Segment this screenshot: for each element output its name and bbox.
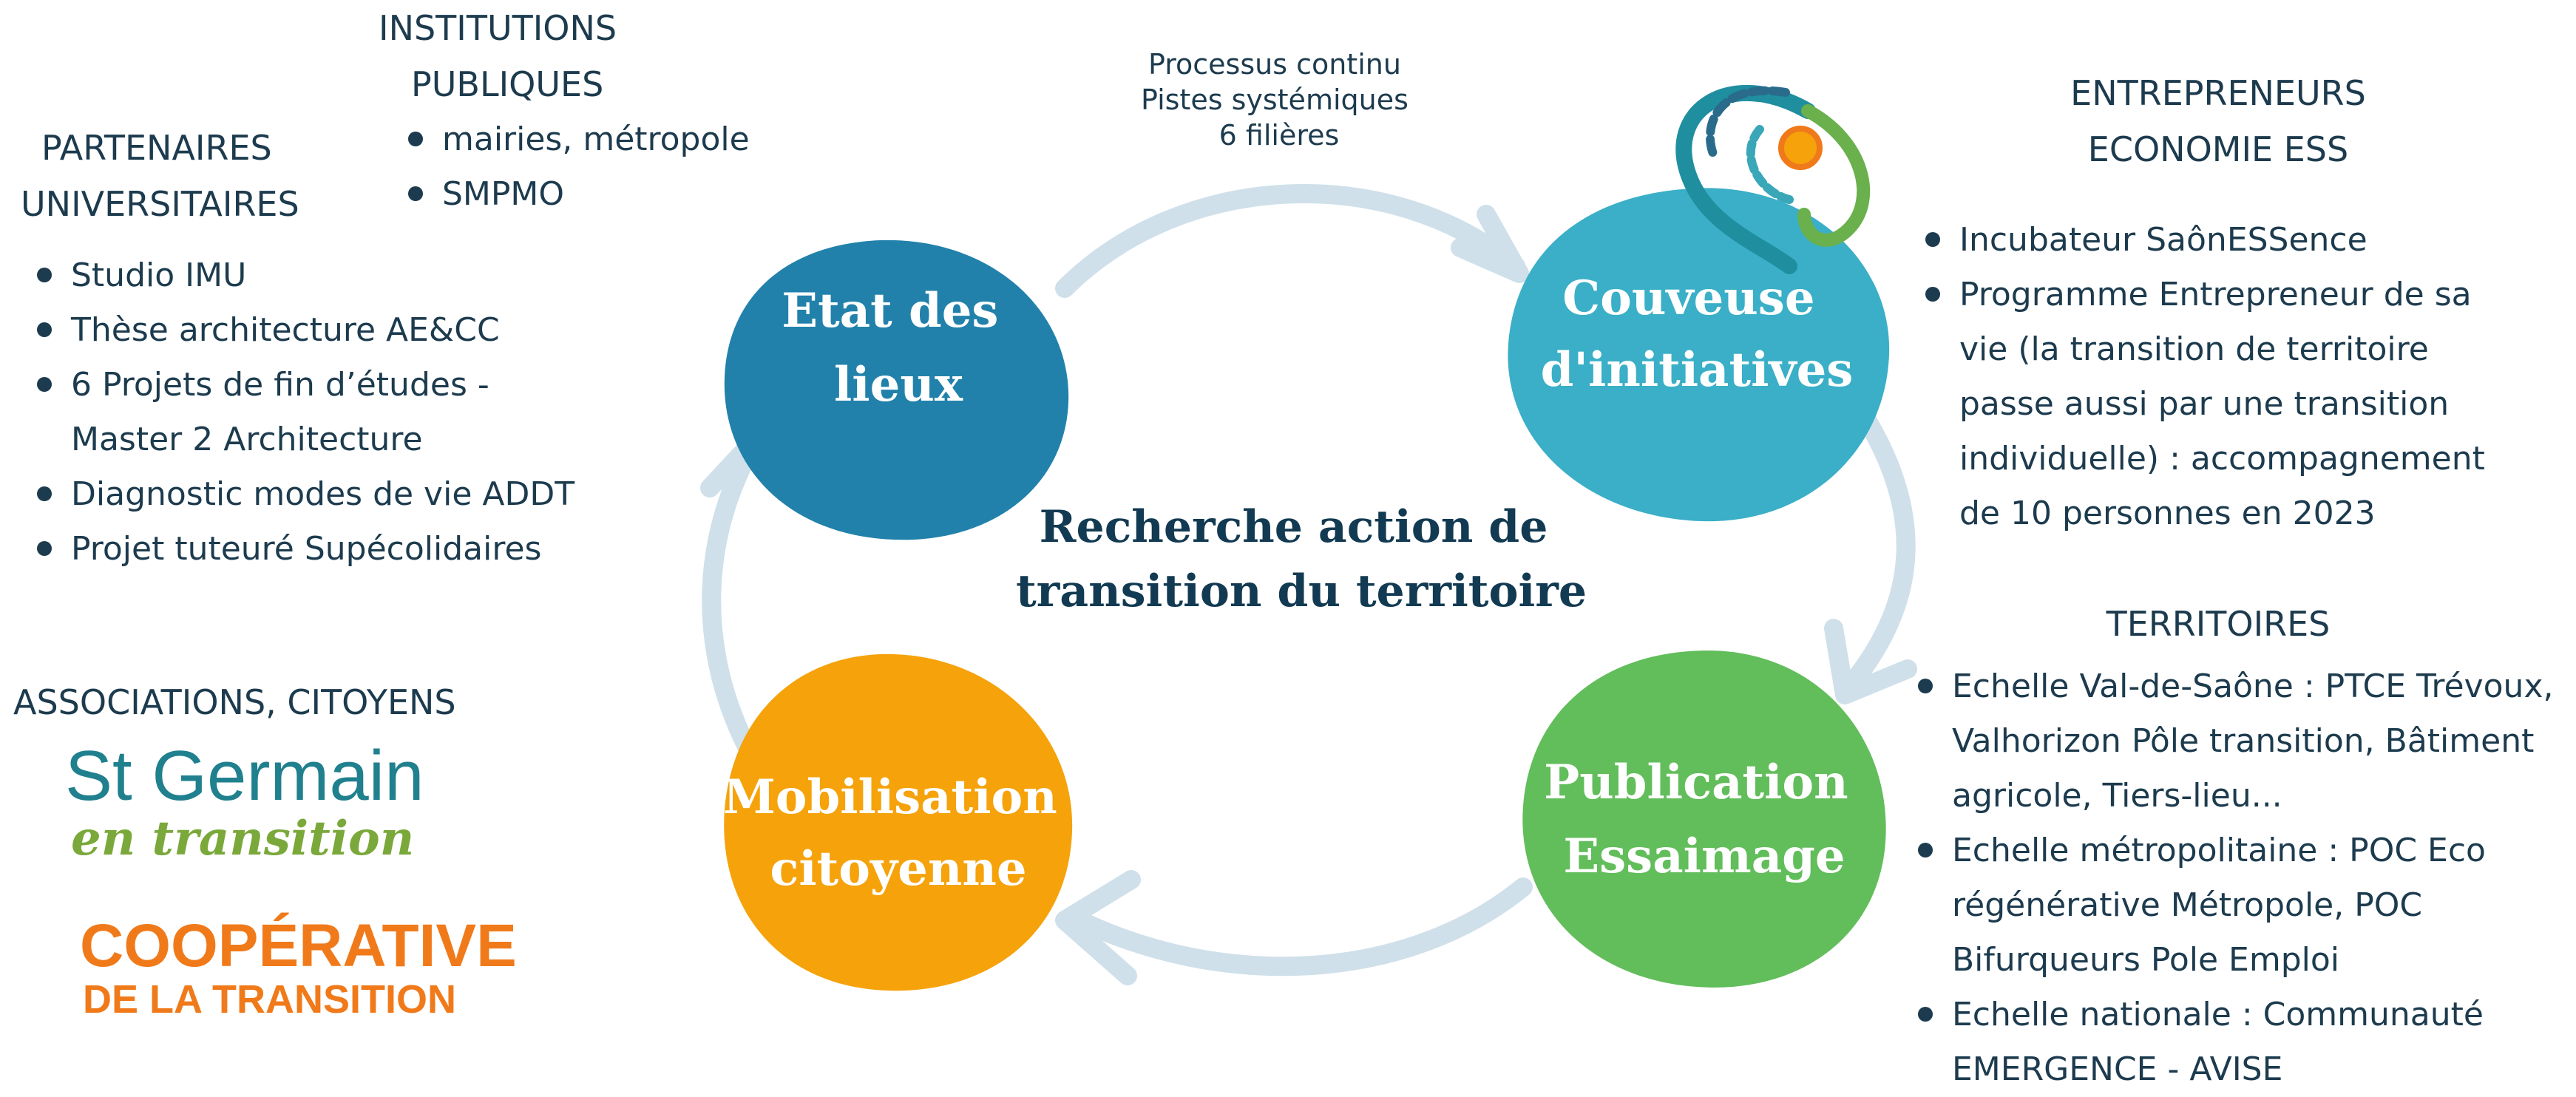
arrow-top <box>1055 184 1525 298</box>
logo-cooperative-subtitle: DE LA TRANSITION <box>83 977 456 1022</box>
center-title-line: Recherche action de <box>1040 501 1548 553</box>
entrepreneurs-list: Incubateur SaônESSence Programme Entrepr… <box>1922 213 2514 541</box>
list-item-text: Master 2 Architecture <box>71 421 423 458</box>
list-item: SMPMO <box>405 167 750 222</box>
arrow-right-head <box>1824 619 1917 704</box>
stage-label-line: Publication <box>1544 755 1848 810</box>
stage-label-mobilisation: Mobilisation citoyenne <box>723 770 1074 897</box>
arrow-right <box>1839 404 1916 697</box>
stage-label-line: d'initiatives <box>1541 342 1854 398</box>
partenaires-heading-line: UNIVERSITAIRES <box>21 184 299 224</box>
list-item: Echelle métropolitaine : POC Eco régénér… <box>1915 823 2566 988</box>
territoires-heading: TERRITOIRES <box>2106 604 2331 644</box>
list-item: Incubateur SaônESSence <box>1922 213 2514 268</box>
stage-label-line: Etat des <box>782 283 998 339</box>
partenaires-list: Studio IMU Thèse architecture AE&CC 6 Pr… <box>34 248 574 577</box>
arrow-left <box>702 434 764 756</box>
logo-st-germain-subtitle: en transition <box>71 811 415 866</box>
logo-cooperative-title: COOPÉRATIVE <box>80 912 517 979</box>
institutions-heading: INSTITUTIONS PUBLIQUES <box>379 0 750 112</box>
list-item: Diagnostic modes de vie ADDT <box>34 467 574 522</box>
associations-heading: ASSOCIATIONS, CITOYENS <box>13 682 456 722</box>
list-item-continuation: Master 2 Architecture <box>34 412 574 467</box>
territoires-list: Echelle Val-de-Saône : PTCE Trévoux, Val… <box>1915 659 2566 1097</box>
stage-blob-publication <box>1522 651 1886 988</box>
list-item: Thèse architecture AE&CC <box>34 303 574 358</box>
stage-label-couveuse: Couveuse d'initiatives <box>1541 271 1854 398</box>
institutions-list: mairies, métropole SMPMO <box>405 112 750 222</box>
stage-label-etat-des-lieux: Etat des lieux <box>782 283 1014 412</box>
list-item: Projet tuteuré Supécolidaires <box>34 522 574 577</box>
stage-blob-etat-des-lieux <box>724 240 1069 540</box>
arrow-bottom <box>1062 877 1533 977</box>
logo-st-germain: St Germain en transition <box>65 739 424 865</box>
stage-label-line: citoyenne <box>770 841 1026 897</box>
partenaires-block: PARTENAIRES UNIVERSITAIRES Studio IMU Th… <box>21 120 574 577</box>
cycle-arrows <box>700 184 1917 985</box>
entrepreneurs-heading: ENTREPRENEURS ECONOMIE ESS <box>1922 65 2514 177</box>
entrepreneurs-heading-line: ENTREPRENEURS <box>2070 73 2366 113</box>
stage-label-line: Couveuse <box>1562 271 1814 326</box>
institutions-heading-line: PUBLIQUES <box>411 64 604 104</box>
stage-label-line: Mobilisation <box>723 770 1057 825</box>
list-item: mairies, métropole <box>405 112 750 167</box>
logo-st-germain-title: St Germain <box>65 736 424 815</box>
list-item: Programme Entrepreneur de sa vie (la tra… <box>1922 268 2514 541</box>
associations-block: ASSOCIATIONS, CITOYENS <box>13 674 456 730</box>
process-note-line: Processus continu <box>1148 48 1401 81</box>
center-title: Recherche action de transition du territ… <box>1016 501 1587 617</box>
process-note: Processus continu Pistes systémiques 6 f… <box>1141 48 1417 152</box>
logo-cooperative: COOPÉRATIVE DE LA TRANSITION <box>80 915 517 1022</box>
territoires-block: TERRITOIRES <box>1922 596 2514 652</box>
list-item: Echelle Val-de-Saône : PTCE Trévoux, Val… <box>1915 659 2566 823</box>
arrow-bottom-head <box>1055 870 1141 985</box>
entrepreneurs-heading-line: ECONOMIE ESS <box>2087 129 2349 169</box>
list-item: Echelle nationale : Communauté EMERGENCE… <box>1915 988 2566 1097</box>
list-item: Studio IMU <box>34 248 574 303</box>
partenaires-heading-line: PARTENAIRES <box>41 128 272 168</box>
entrepreneurs-block: ENTREPRENEURS ECONOMIE ESS <box>1922 65 2514 177</box>
stage-label-line: Essaimage <box>1563 829 1845 884</box>
institutions-heading-line: INSTITUTIONS <box>379 8 617 48</box>
stage-blob-mobilisation <box>724 653 1073 991</box>
institutions-block: INSTITUTIONS PUBLIQUES mairies, métropol… <box>379 0 750 222</box>
list-item: 6 Projets de fin d’études - <box>34 358 574 412</box>
center-title-line: transition du territoire <box>1016 566 1587 617</box>
arrow-top-head <box>1451 205 1529 283</box>
partenaires-heading: PARTENAIRES UNIVERSITAIRES <box>21 120 574 232</box>
stage-label-publication: Publication Essaimage <box>1544 755 1865 884</box>
swirl-logo-icon <box>1675 84 1871 274</box>
stage-label-line: lieux <box>834 357 963 412</box>
process-note-line: Pistes systémiques <box>1141 84 1409 116</box>
process-note-line: 6 filières <box>1219 119 1340 152</box>
